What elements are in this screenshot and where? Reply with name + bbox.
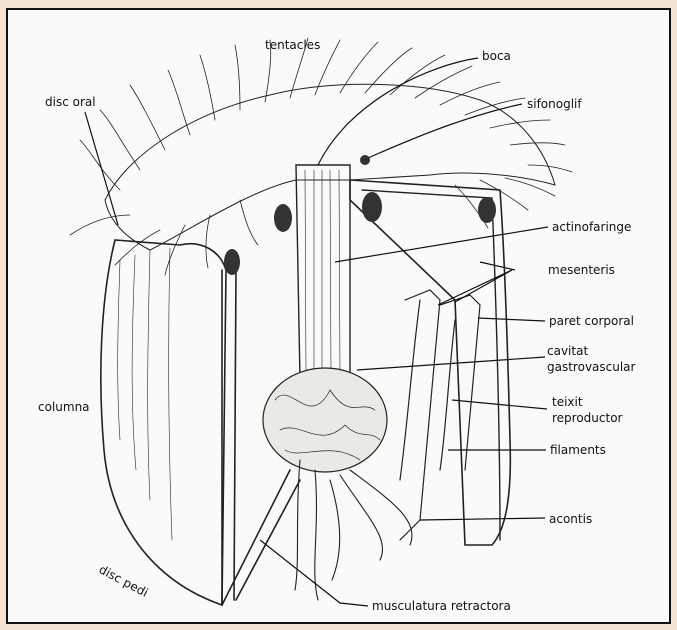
mesentery-folds [400, 290, 480, 540]
label-paret-corporal: paret corporal [549, 314, 634, 328]
leader-acontis [420, 518, 545, 520]
siphonoglyph-opening-3 [362, 192, 382, 222]
label-mesenteris: mesenteris [548, 263, 615, 277]
actinopharynx-stripes [305, 170, 340, 375]
label-tentacles: tentacles [265, 38, 320, 52]
label-musculatura-retractora: musculatura retractora [372, 599, 511, 613]
label-sifonoglif: sifonoglif [527, 97, 582, 111]
leader-teixit [452, 400, 547, 409]
mouth-groove [360, 155, 370, 165]
siphonoglyph-opening-4 [478, 197, 496, 223]
label-disc-oral: disc oral [45, 95, 96, 109]
label-reproductor: reproductor [552, 411, 623, 425]
label-acontis: acontis [549, 512, 592, 526]
label-disc-pedi: disc pedi [97, 562, 151, 600]
actinopharynx-tube [296, 165, 350, 380]
leader-musculatura [260, 540, 368, 606]
label-filaments: filaments [550, 443, 606, 457]
siphonoglyph-opening-1 [224, 249, 240, 275]
leader-mesenteris-2 [455, 270, 512, 302]
leader-disc-oral [85, 112, 118, 225]
leader-sifonoglif [368, 104, 522, 158]
label-cavitat: cavitat [547, 344, 588, 358]
leader-mesenteris-1 [480, 262, 515, 270]
tentacle-crown [70, 38, 572, 275]
siphonoglyph-opening-2 [274, 204, 292, 232]
leader-paret [478, 318, 545, 321]
retractor-muscle-strands [295, 460, 412, 600]
label-actinofaringe: actinofaringe [552, 220, 631, 234]
body-wall-right [350, 180, 510, 545]
leader-actinofaringe [335, 227, 548, 262]
gastrovascular-mass [263, 368, 387, 472]
label-gastrovascular: gastrovascular [547, 360, 636, 374]
column-wall-texture [118, 248, 172, 540]
column-body [101, 240, 226, 605]
label-columna: columna [38, 400, 90, 414]
label-boca: boca [482, 49, 511, 63]
label-teixit: teixit [552, 395, 583, 409]
